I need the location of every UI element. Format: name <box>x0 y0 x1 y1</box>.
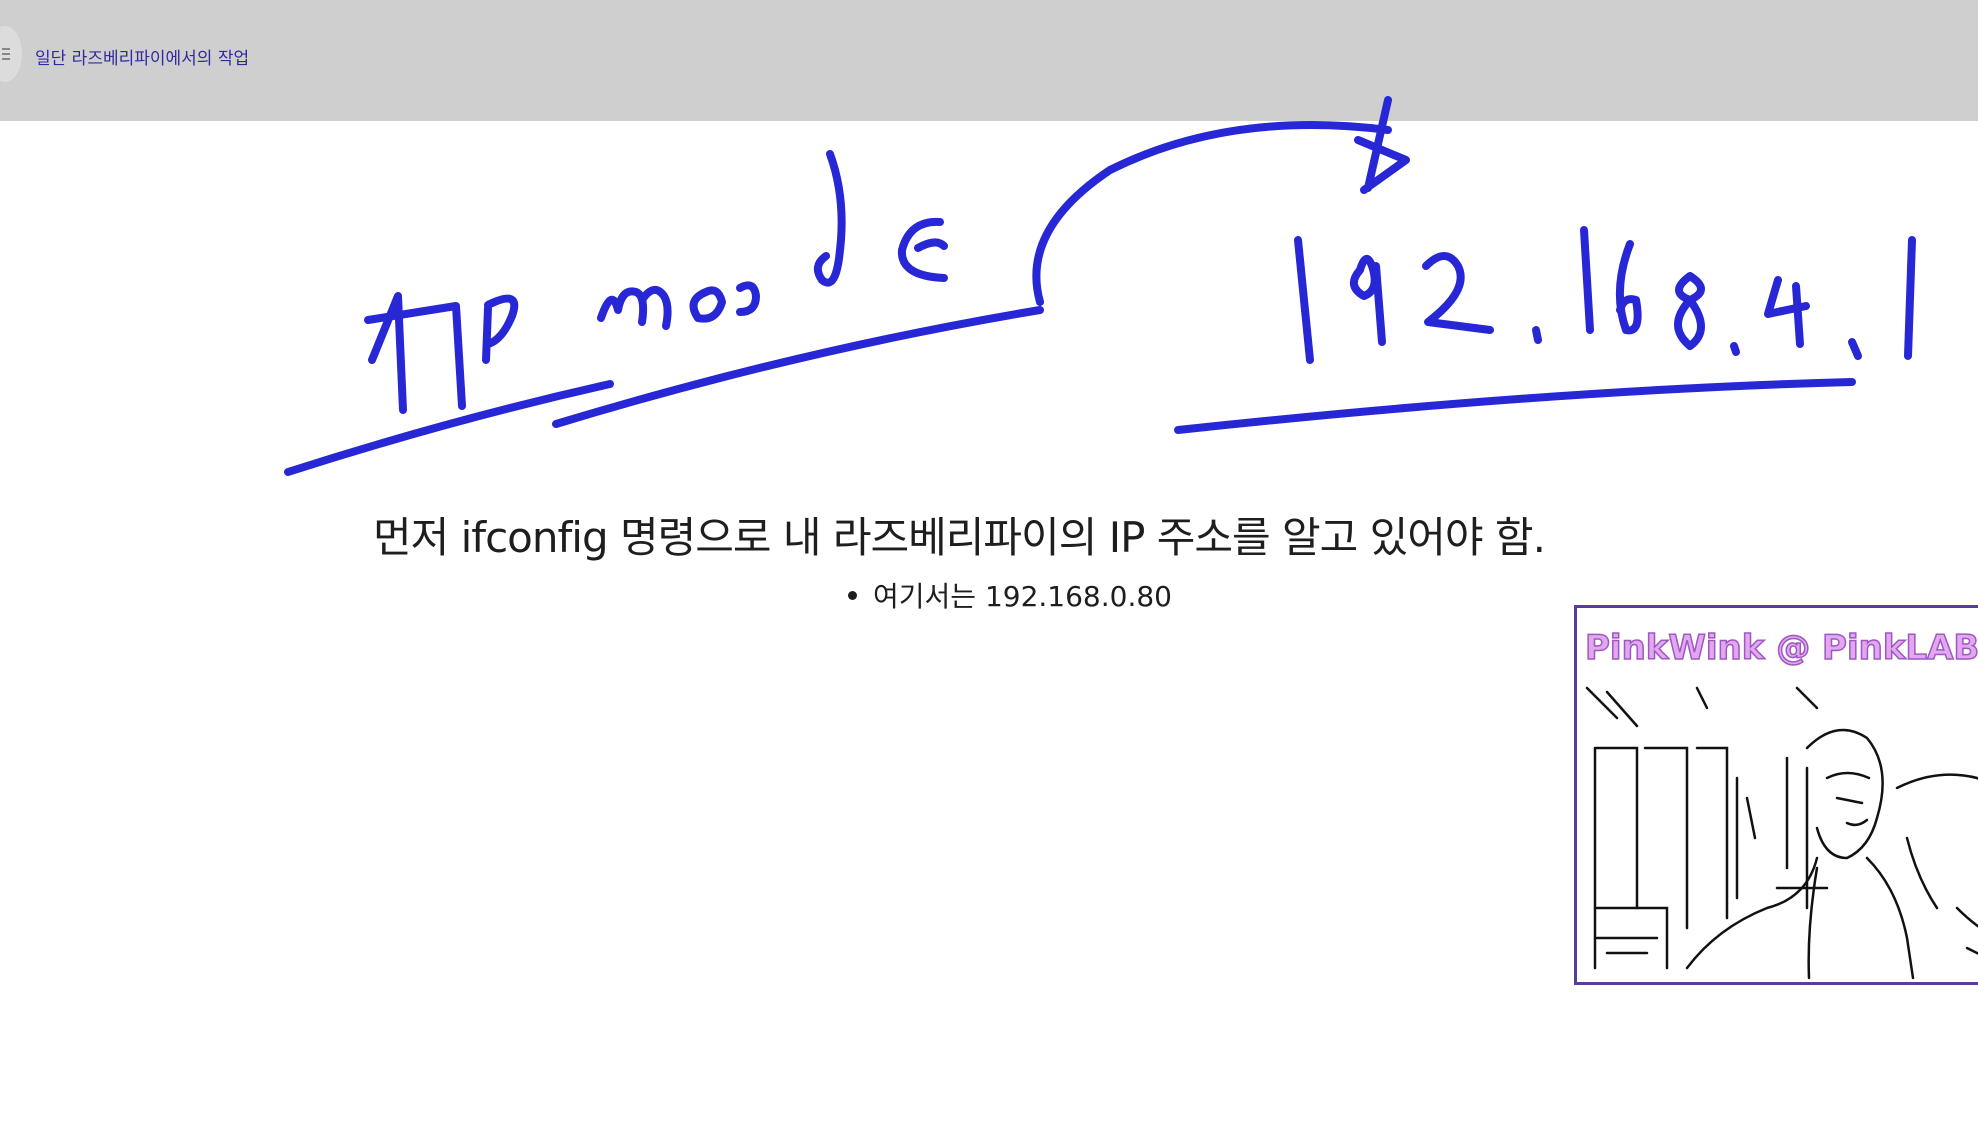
top-bar: 일단 라즈베리파이에서의 작업 <box>0 0 1978 121</box>
ink-letter-p <box>482 294 519 364</box>
webcam-sketch-image <box>1585 686 1978 980</box>
ink-underline-left-2 <box>552 306 1044 428</box>
ink-underline-right <box>1174 378 1856 434</box>
ink-letter-a <box>368 292 407 414</box>
webcam-watermark: PinkWink @ PinkLAB <box>1584 627 1978 669</box>
bullet-item: 여기서는 192.168.0.80 <box>848 575 1172 615</box>
ink-digit-1 <box>1294 236 1314 364</box>
ink-digit-9 <box>1350 255 1386 346</box>
breadcrumb[interactable]: 일단 라즈베리파이에서의 작업 <box>35 49 250 69</box>
ink-letter-a2 <box>364 302 466 410</box>
bullet-dot-icon <box>848 590 857 600</box>
ink-digit-4 <box>1764 276 1810 348</box>
ink-digit-1c <box>1904 236 1916 360</box>
ink-letter-o2 <box>736 281 760 316</box>
ink-digit-8 <box>1674 272 1705 350</box>
ink-letter-e <box>897 217 948 282</box>
menu-icon[interactable] <box>0 26 22 82</box>
ink-letter-d <box>813 150 846 287</box>
ink-dot-2 <box>1730 342 1740 356</box>
bullet-text: 여기서는 192.168.0.80 <box>873 580 1172 613</box>
ink-letter-m <box>597 286 672 330</box>
ink-digit-2 <box>1422 252 1494 334</box>
ink-digit-6 <box>1615 240 1642 335</box>
ink-arrow-head <box>1354 96 1410 194</box>
ink-underline-left-1 <box>284 380 614 476</box>
ink-letter-o <box>689 286 726 323</box>
ink-digit-1b <box>1580 226 1594 334</box>
ink-arrow-curve <box>1032 121 1392 306</box>
ink-dot-3 <box>1848 338 1862 360</box>
webcam-overlay: PinkWink @ PinkLAB <box>1574 605 1978 985</box>
main-sentence: 먼저 ifconfig 명령으로 내 라즈베리파이의 IP 주소를 알고 있어야… <box>373 513 1546 562</box>
ink-dot-1 <box>1532 326 1542 344</box>
